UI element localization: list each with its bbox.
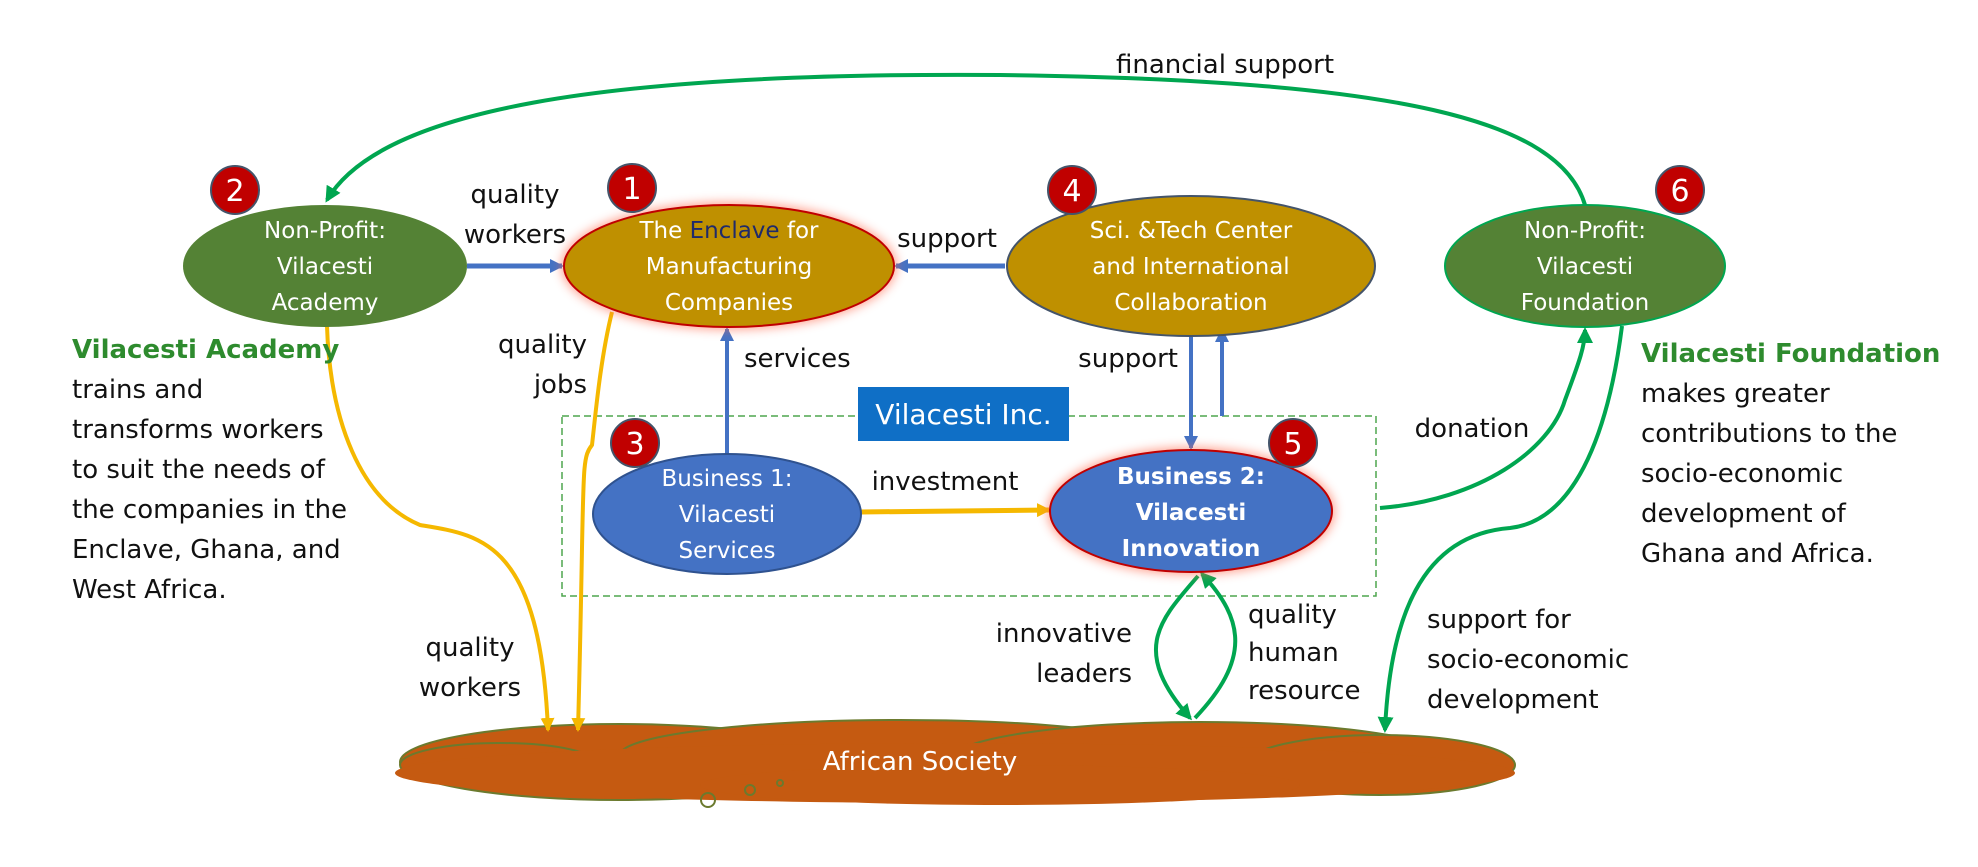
- svg-text:4: 4: [1062, 174, 1081, 209]
- academy-description-line: transforms workers: [72, 415, 324, 445]
- label-services: services: [744, 344, 851, 374]
- node-foundation-line1: Non-Profit:: [1524, 218, 1646, 244]
- node-foundation-line2: Vilacesti: [1537, 254, 1633, 280]
- node-foundation[interactable]: Non-Profit: Vilacesti Foundation: [1444, 204, 1726, 328]
- vilacesti-inc-label: Vilacesti Inc.: [858, 387, 1069, 441]
- foundation-description-line: makes greater: [1641, 379, 1830, 409]
- edge-quality-human-resource: [1193, 571, 1238, 720]
- label-financial-support: financial support: [1116, 50, 1334, 80]
- svg-text:2: 2: [225, 174, 244, 209]
- svg-text:5: 5: [1283, 427, 1302, 462]
- foundation-description-line: socio-economic: [1641, 459, 1844, 489]
- node-business2-line3: Innovation: [1122, 536, 1261, 562]
- edge-innovative-leaders: [1153, 574, 1200, 721]
- edge-donation: [1379, 327, 1593, 510]
- edge-academy-society: [325, 325, 555, 732]
- node-scitech[interactable]: Sci. &Tech Center and International Coll…: [1006, 195, 1376, 337]
- node-business2[interactable]: Business 2: Vilacesti Innovation: [1047, 447, 1335, 575]
- edge-financial-support: [325, 72, 1587, 206]
- node-enclave-line2: Manufacturing: [646, 254, 813, 280]
- badge-5: 5: [1268, 418, 1318, 468]
- label-support-vertical: support: [1078, 344, 1178, 374]
- label-quality-workers-bottom-1: quality: [426, 633, 515, 663]
- label-innovative-leaders-2: leaders: [1036, 659, 1132, 689]
- label-socio-support-3: development: [1427, 685, 1599, 715]
- node-academy[interactable]: Non-Profit: Vilacesti Academy: [183, 205, 467, 327]
- edge-investment: [859, 503, 1051, 518]
- label-socio-support-2: socio-economic: [1427, 645, 1629, 675]
- foundation-description-line: Ghana and Africa.: [1641, 539, 1874, 569]
- label-quality-workers-top-1: quality: [471, 180, 560, 210]
- label-investment: investment: [872, 467, 1019, 497]
- edge-enclave-society: [571, 311, 614, 732]
- label-quality-jobs-1: quality: [498, 330, 587, 360]
- label-african-society: African Society: [823, 747, 1017, 777]
- svg-text:3: 3: [625, 427, 644, 462]
- node-academy-line1: Non-Profit:: [264, 218, 386, 244]
- node-enclave-line1: The Enclave for: [638, 218, 819, 244]
- node-enclave[interactable]: The Enclave for Manufacturing Companies: [561, 202, 897, 330]
- label-socio-support-1: support for: [1427, 605, 1571, 635]
- svg-text:6: 6: [1670, 174, 1689, 209]
- badge-3: 3: [610, 418, 660, 468]
- edge-foundation-society: [1377, 325, 1624, 733]
- node-scitech-line2: and International: [1092, 254, 1289, 280]
- label-support-horizontal: support: [897, 224, 997, 254]
- node-scitech-line3: Collaboration: [1114, 290, 1267, 316]
- academy-description-line: trains and: [72, 375, 204, 405]
- foundation-description: Vilacesti Foundation makes greater contr…: [1641, 334, 1940, 574]
- african-society-cloud: [395, 719, 1516, 808]
- academy-description-line: West Africa.: [72, 575, 227, 605]
- svg-text:1: 1: [622, 172, 641, 207]
- label-quality-workers-top-2: workers: [464, 220, 566, 250]
- node-business1-line1: Business 1:: [661, 466, 792, 492]
- foundation-description-heading: Vilacesti Foundation: [1641, 339, 1941, 369]
- node-business2-line1: Business 2:: [1117, 464, 1265, 490]
- node-business1-line3: Services: [679, 538, 776, 564]
- node-academy-line3: Academy: [272, 290, 379, 316]
- label-quality-hr-1: quality: [1248, 600, 1337, 630]
- academy-description-heading: Vilacesti Academy: [72, 335, 340, 365]
- label-quality-workers-bottom-2: workers: [419, 673, 521, 703]
- foundation-description-line: development of: [1641, 499, 1846, 529]
- foundation-description-line: contributions to the: [1641, 419, 1898, 449]
- academy-description-line: Enclave, Ghana, and: [72, 535, 341, 565]
- label-donation: donation: [1415, 414, 1530, 444]
- node-enclave-line3: Companies: [665, 290, 793, 316]
- node-academy-line2: Vilacesti: [277, 254, 373, 280]
- badge-2: 2: [210, 165, 260, 215]
- label-quality-jobs-2: jobs: [533, 370, 587, 400]
- academy-description: Vilacesti Academy trains and transforms …: [72, 330, 347, 610]
- label-innovative-leaders-1: innovative: [996, 619, 1132, 649]
- academy-description-line: the companies in the: [72, 495, 348, 525]
- badge-4: 4: [1047, 165, 1097, 215]
- node-foundation-line3: Foundation: [1521, 290, 1649, 316]
- badge-6: 6: [1655, 165, 1705, 215]
- node-business1[interactable]: Business 1: Vilacesti Services: [592, 453, 862, 575]
- node-scitech-line1: Sci. &Tech Center: [1090, 218, 1293, 244]
- node-business2-line2: Vilacesti: [1136, 500, 1247, 526]
- label-quality-hr-2: human: [1248, 638, 1339, 668]
- label-quality-hr-3: resource: [1248, 676, 1360, 706]
- node-business1-line2: Vilacesti: [679, 502, 775, 528]
- academy-description-line: to suit the needs of: [72, 455, 325, 485]
- badge-1: 1: [607, 163, 657, 213]
